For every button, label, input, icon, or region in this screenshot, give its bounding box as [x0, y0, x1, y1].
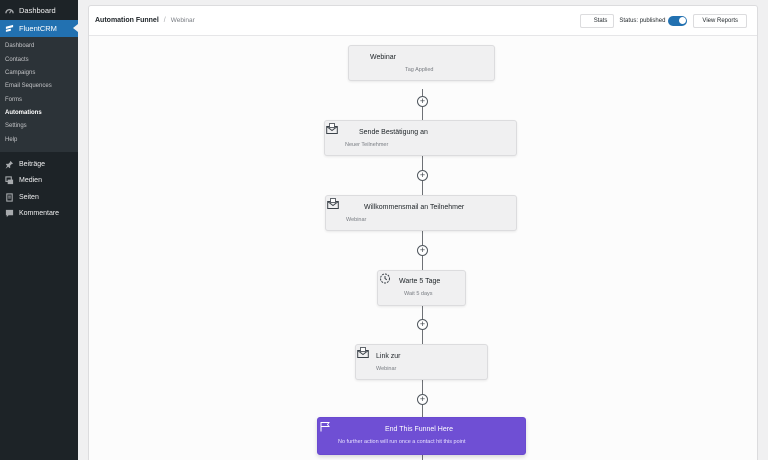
dashboard-icon	[5, 6, 14, 15]
submenu-email-sequences[interactable]: Email Sequences	[5, 83, 52, 90]
add-step-button[interactable]: +	[417, 394, 428, 405]
sidebar-item-kommentare[interactable]: Kommentare	[0, 206, 78, 223]
media-icon	[5, 176, 14, 185]
pushpin-icon	[5, 160, 14, 169]
sidebar-item-seiten[interactable]: Seiten	[0, 189, 78, 206]
submenu-forms[interactable]: Forms	[5, 96, 22, 103]
submenu-settings[interactable]: Settings	[5, 123, 27, 130]
fluentcrm-icon	[5, 24, 14, 33]
sidebar-item-label: Seiten	[19, 193, 39, 201]
breadcrumb-current: Webinar	[170, 17, 195, 24]
submenu-help[interactable]: Help	[5, 136, 18, 143]
step-title: Warte 5 Tage	[399, 278, 441, 285]
stats-button[interactable]: Stats	[580, 13, 615, 28]
main-content: Automation Funnel / Webinar Stats Status…	[78, 0, 768, 460]
trigger-subtitle: Tag Applied	[405, 67, 434, 73]
add-step-button[interactable]: +	[417, 319, 428, 330]
funnel-step-node[interactable]: Willkommensmail an Teilnehmer Webinar	[325, 195, 517, 231]
step-subtitle: Webinar	[346, 217, 367, 223]
email-icon	[326, 121, 338, 134]
status-toggle[interactable]	[668, 15, 688, 26]
funnel-trigger-node[interactable]: Webinar Tag Applied	[348, 45, 495, 81]
trigger-title: Webinar	[370, 54, 396, 61]
step-title: Link zur	[376, 353, 401, 360]
automation-panel: Automation Funnel / Webinar Stats Status…	[88, 5, 758, 460]
step-title: Willkommensmail an Teilnehmer	[364, 204, 465, 211]
admin-sidebar: Dashboard FluentCRM Dashboard Contacts C…	[0, 0, 78, 460]
clock-icon	[379, 271, 391, 284]
sidebar-item-label: Kommentare	[19, 210, 60, 218]
status-label: Status: published	[619, 17, 666, 24]
add-step-button[interactable]: +	[417, 170, 428, 181]
step-subtitle: Neuer Teilnehmer	[345, 142, 389, 148]
funnel-header: Automation Funnel / Webinar Stats Status…	[89, 6, 757, 36]
funnel-step-node[interactable]: Sende Bestätigung an Neuer Teilnehmer	[324, 120, 517, 156]
submenu-automations[interactable]: Automations	[5, 110, 42, 117]
submenu-contacts[interactable]: Contacts	[5, 56, 29, 63]
funnel-end-node[interactable]: End This Funnel Here No further action w…	[317, 417, 526, 455]
sidebar-item-label: FluentCRM	[19, 24, 57, 33]
breadcrumb-separator: /	[163, 17, 166, 24]
step-subtitle: Webinar	[376, 366, 397, 372]
comment-icon	[5, 209, 14, 218]
step-subtitle: Wait 5 days	[404, 291, 433, 297]
sidebar-item-label: Beiträge	[19, 160, 46, 168]
submenu-campaigns[interactable]: Campaigns	[5, 69, 36, 76]
end-subtitle: No further action will run once a contac…	[338, 439, 466, 445]
page-icon	[5, 193, 14, 202]
funnel-step-node[interactable]: Link zur Webinar	[355, 344, 488, 380]
sidebar-item-fluentcrm[interactable]: FluentCRM	[0, 20, 78, 37]
add-step-button[interactable]: +	[417, 96, 428, 107]
sidebar-main-menu: Beiträge Medien Seiten Kommentare	[0, 152, 78, 222]
sidebar-item-beitraege[interactable]: Beiträge	[0, 156, 78, 173]
view-reports-button[interactable]: View Reports	[693, 13, 747, 28]
email-icon	[357, 345, 369, 358]
breadcrumb-automation-funnel[interactable]: Automation Funnel	[95, 17, 159, 24]
email-icon	[327, 196, 339, 209]
sidebar-item-medien[interactable]: Medien	[0, 173, 78, 190]
add-step-button[interactable]: +	[417, 245, 428, 256]
end-title: End This Funnel Here	[385, 426, 453, 433]
sidebar-item-dashboard[interactable]: Dashboard	[0, 0, 78, 20]
funnel-wait-node[interactable]: Warte 5 Tage Wait 5 days	[377, 270, 466, 306]
funnel-canvas: Webinar Tag Applied + Sende Bestätigung …	[89, 36, 757, 460]
submenu-dashboard[interactable]: Dashboard	[5, 43, 35, 50]
sidebar-item-label: Medien	[19, 177, 42, 185]
header-actions: Stats Status: published View Reports	[580, 13, 747, 28]
fluentcrm-submenu: Dashboard Contacts Campaigns Email Seque…	[0, 37, 78, 152]
flag-icon	[319, 419, 331, 432]
step-title: Sende Bestätigung an	[359, 129, 428, 136]
sidebar-item-label: Dashboard	[19, 5, 56, 15]
